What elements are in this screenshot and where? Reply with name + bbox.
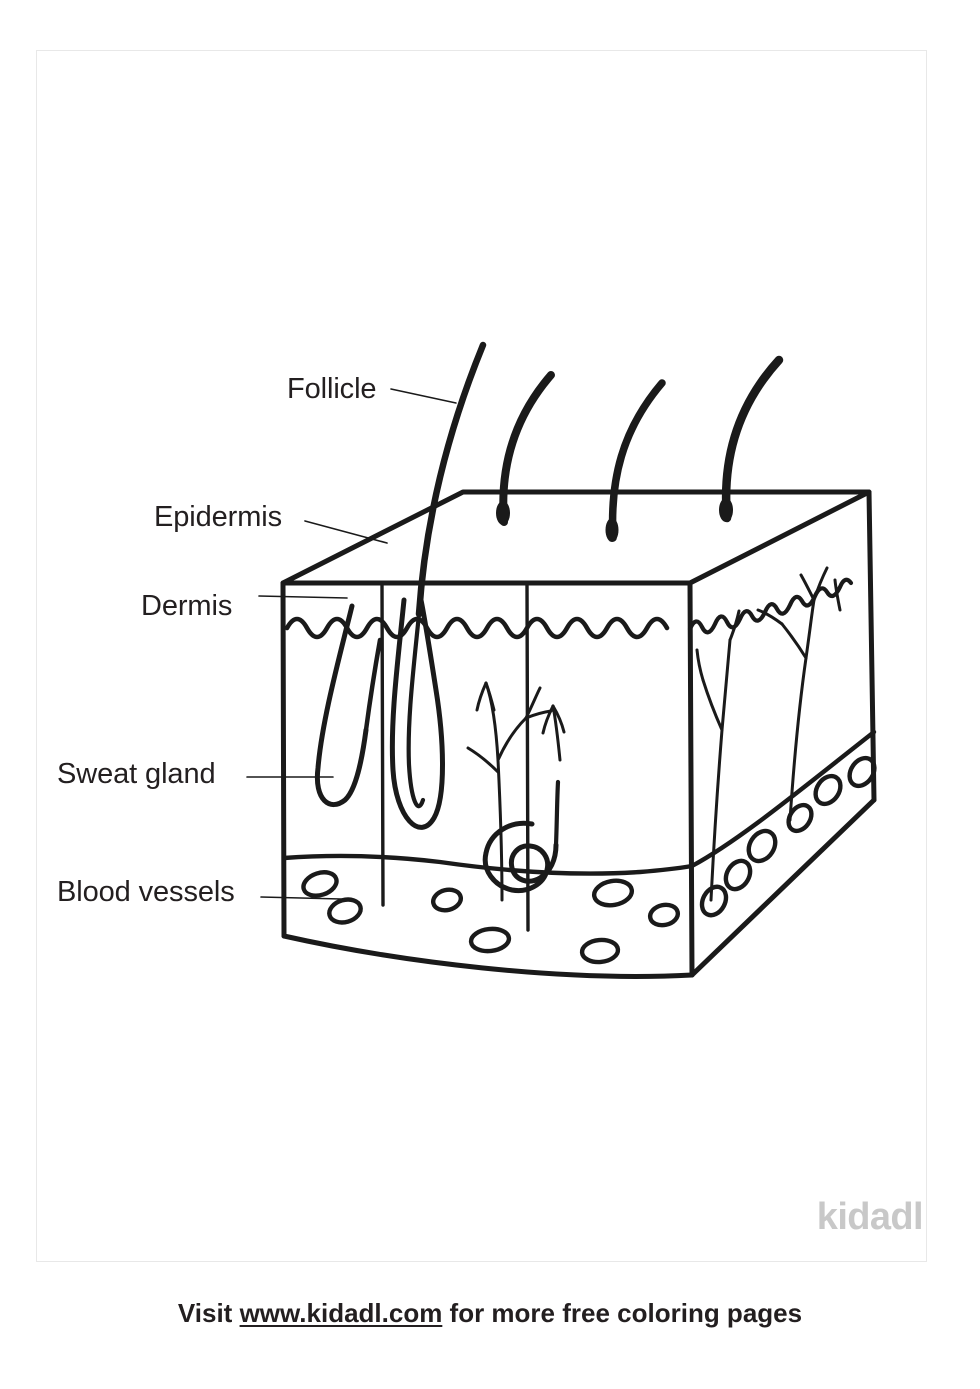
footer-attribution: Visit www.kidadl.com for more free color… (0, 1298, 980, 1329)
label-dermis: Dermis (141, 590, 233, 622)
footer-prefix: Visit (177, 1298, 240, 1328)
label-blood-vessels: Blood vessels (57, 876, 235, 908)
label-follicle: Follicle (287, 373, 377, 405)
footer-url[interactable]: www.kidadl.com (239, 1298, 443, 1328)
footer-suffix: for more free coloring pages (442, 1298, 803, 1328)
label-epidermis: Epidermis (154, 501, 283, 533)
label-sweat-gland: Sweat gland (57, 758, 216, 790)
page-sheet (36, 50, 927, 1262)
kidadl-watermark: kidadl (816, 1196, 924, 1238)
